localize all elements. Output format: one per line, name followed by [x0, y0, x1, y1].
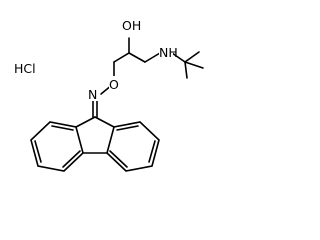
chemical-structure: HCl OH NH O N — [14, 17, 204, 172]
hcl-label: HCl — [14, 61, 36, 76]
left-ring-inner-bond-2 — [34, 140, 42, 163]
bond-tbu-methyl-right — [184, 61, 204, 69]
oxime-oxygen-label: O — [109, 77, 119, 92]
bond-tbu-methyl-up — [184, 51, 200, 63]
right-ring-inner-bond-2 — [148, 140, 156, 163]
bond-c9-right — [94, 116, 115, 128]
bond-ch2-choh — [113, 52, 130, 63]
right-ring-inner-bond-3 — [116, 125, 139, 131]
bond-nh-tbu — [171, 52, 186, 63]
right-ring-inner-bond-1 — [109, 150, 128, 168]
bond-tbu-methyl-down — [184, 61, 188, 79]
left-benzene-ring — [30, 121, 84, 172]
left-ring-inner-bond-1 — [62, 150, 81, 168]
amine-label: NH — [159, 45, 178, 60]
bond-choh-ch2 — [128, 52, 146, 63]
oxime-nitrogen-label: N — [88, 87, 97, 102]
right-benzene-ring — [106, 121, 160, 172]
bond-c9-left — [75, 116, 96, 128]
bond-ch2-nh — [144, 52, 161, 63]
hydroxyl-label: OH — [122, 18, 141, 33]
left-ring-inner-bond-3 — [51, 125, 74, 131]
